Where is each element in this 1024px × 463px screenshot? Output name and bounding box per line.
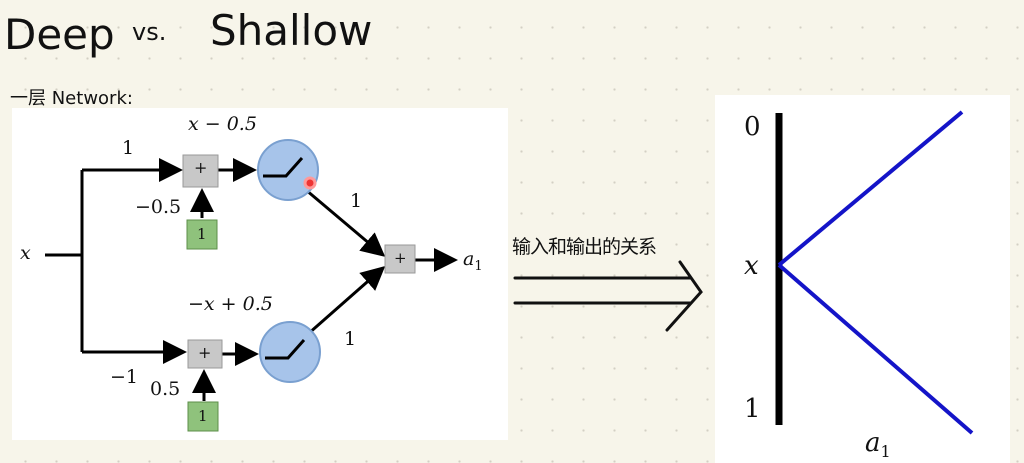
bottom-sum-label: + <box>198 343 212 362</box>
arrow-note: 输入和输出的关系 <box>512 236 657 258</box>
input-edge <box>45 170 84 352</box>
top-sum-label: + <box>194 158 208 177</box>
output-sum-label: + <box>394 249 407 267</box>
bottom-bias-node <box>187 401 219 432</box>
bottom-sum-node <box>187 339 223 369</box>
top-pre-activation-label: x − 0.5 <box>188 113 257 135</box>
cursor-dot <box>303 176 317 190</box>
output-label-main: a <box>463 248 475 270</box>
top-weight-label: 1 <box>122 137 135 159</box>
bottom-relu-to-sum <box>307 266 386 336</box>
top-bias-label: −0.5 <box>135 196 182 218</box>
bottom-pre-activation-label: −x + 0.5 <box>188 293 273 315</box>
top-relu-to-sum <box>305 188 386 257</box>
top-relu-icon <box>263 157 304 178</box>
output-sum-node <box>384 244 416 274</box>
top-out-weight-label: 1 <box>350 190 363 212</box>
title-shallow: Shallow <box>210 6 373 55</box>
plot-panel <box>715 95 1010 463</box>
top-sum-node <box>182 154 219 188</box>
plot-line-lower <box>777 263 974 435</box>
plot-x-label: a1 <box>865 428 891 461</box>
plot-line-upper <box>777 110 964 267</box>
top-bias-node <box>186 219 218 250</box>
bottom-weight-label: −1 <box>110 366 139 388</box>
plot-y-mid-label: x <box>744 251 759 281</box>
bottom-relu-icon <box>265 339 306 360</box>
bottom-out-weight-label: 1 <box>344 328 357 350</box>
title-vs: vs. <box>132 18 167 46</box>
plot-y-bottom-label: 1 <box>744 394 761 424</box>
plot-x-label-sub: 1 <box>880 442 891 462</box>
output-label: a1 <box>463 248 483 274</box>
plot-y-top-label: 0 <box>744 112 761 142</box>
bottom-bias-input-label: 1 <box>198 407 208 425</box>
title-deep: Deep <box>4 10 115 59</box>
implies-arrow-icon <box>513 260 703 332</box>
output-label-sub: 1 <box>474 258 483 274</box>
plot-x-label-main: a <box>865 428 881 458</box>
top-relu-node <box>257 139 319 201</box>
top-bias-input-label: 1 <box>197 225 207 243</box>
bottom-bias-label: 0.5 <box>150 378 181 400</box>
bottom-relu-node <box>259 321 321 383</box>
input-label: x <box>20 242 31 264</box>
subtitle: 一层 Network: <box>10 88 133 109</box>
